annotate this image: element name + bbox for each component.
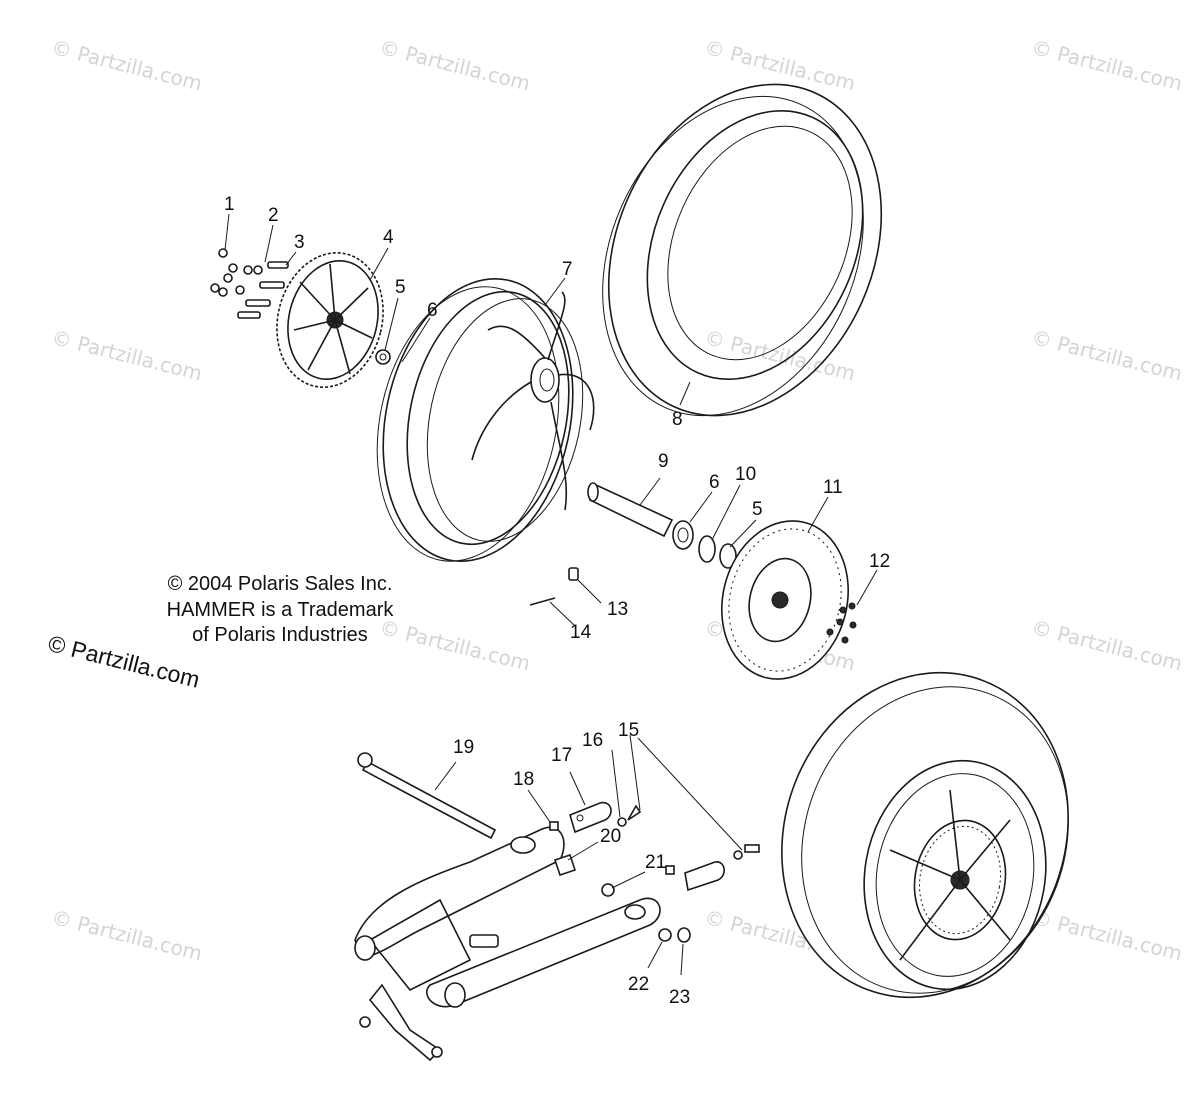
hardware-parts-1-3 — [210, 248, 289, 319]
copyright-line-2: HAMMER is a Trademark — [166, 598, 394, 621]
callout-18: 18 — [513, 769, 535, 790]
adjuster-parts-15-18 — [549, 801, 760, 943]
bearing-part-5 — [375, 349, 391, 365]
leader-lines — [224, 213, 878, 627]
callout-7: 7 — [562, 259, 573, 280]
callout-10: 10 — [735, 464, 757, 485]
weight-part-14 — [529, 597, 556, 606]
disc-bolts-part-12 — [826, 602, 857, 644]
axle-part-9 — [587, 482, 674, 538]
callout-12: 12 — [869, 551, 891, 572]
callout-11: 11 — [823, 477, 843, 498]
brake-disc-part-11 — [721, 520, 849, 680]
callout-22: 22 — [628, 974, 650, 995]
sprocket-part-4 — [276, 252, 384, 388]
callout-5: 5 — [395, 277, 406, 298]
callout-20: 20 — [600, 826, 622, 847]
callout-6: 6 — [427, 300, 438, 321]
callout-1: 1 — [224, 194, 235, 215]
swingarm — [354, 826, 661, 1062]
callout-3: 3 — [294, 232, 305, 253]
clip-part-10 — [698, 535, 716, 563]
callout-23: 23 — [669, 987, 691, 1008]
pivot-shaft-part-19 — [357, 752, 497, 840]
assembled-wheel — [781, 671, 1069, 999]
wheel-rim-part-7 — [376, 278, 595, 562]
callout-6b: 6 — [709, 472, 720, 493]
callout-17: 17 — [551, 745, 573, 766]
valve-part-13 — [568, 567, 579, 581]
callout-19: 19 — [453, 737, 475, 758]
callout-9: 9 — [658, 451, 669, 472]
callout-14: 14 — [570, 622, 592, 643]
copyright-line-3: of Polaris Industries — [192, 624, 368, 647]
callout-15: 15 — [618, 720, 640, 741]
callout-21: 21 — [645, 852, 667, 873]
spacer-part-6 — [672, 520, 694, 550]
callout-2: 2 — [268, 205, 279, 226]
callout-5b: 5 — [752, 499, 763, 520]
callout-16: 16 — [582, 730, 604, 751]
callout-8: 8 — [672, 409, 683, 430]
callout-13: 13 — [607, 599, 629, 620]
tire-part-8 — [602, 83, 883, 417]
copyright-line-1: © 2004 Polaris Sales Inc. — [167, 573, 393, 595]
copyright-notice: © 2004 Polaris Sales Inc. HAMMER is a Tr… — [140, 572, 420, 649]
callout-4: 4 — [383, 227, 394, 248]
leader-lines-bottom — [434, 734, 743, 976]
